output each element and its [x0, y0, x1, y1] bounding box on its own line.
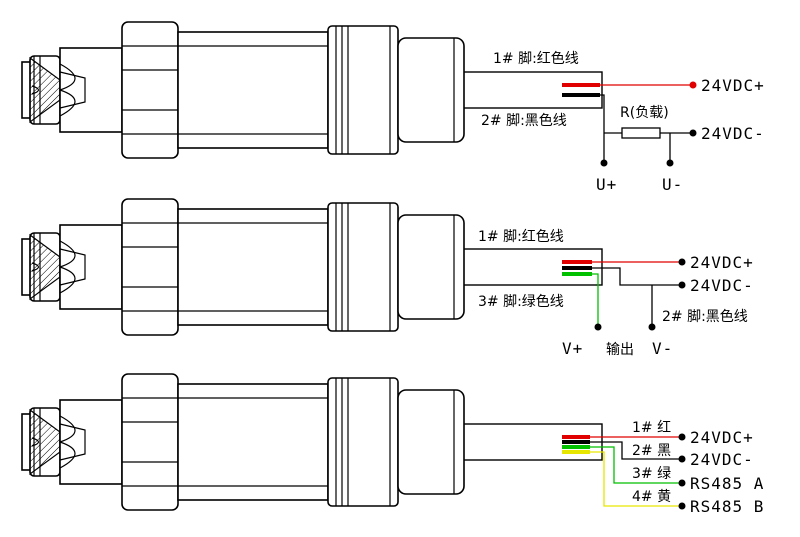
- diagram2-wiring: [562, 258, 686, 331]
- d2-voltage-pos: V+: [562, 339, 583, 358]
- d3-wire2-label: 2# 黑: [632, 443, 671, 459]
- d1-measure-pos: U+: [596, 175, 617, 194]
- sensor-3: [21, 373, 603, 511]
- sensor-2: [21, 198, 603, 336]
- diagram3-wiring: [562, 433, 686, 510]
- d1-measure-neg: U-: [662, 175, 683, 194]
- d1-terminal-pos: 24VDC+: [701, 76, 765, 95]
- diagram1-wiring: [562, 81, 697, 167]
- load-resistor: [621, 127, 661, 139]
- d3-wire1-label: 1# 红: [632, 420, 671, 436]
- d2-green-wire-label: 3# 脚:绿色线: [478, 293, 564, 310]
- d2-black-wire-label: 2# 脚:黑色线: [662, 308, 748, 325]
- d3-wire3-label: 3# 绿: [632, 466, 671, 482]
- d2-voltage-neg: V-: [652, 339, 673, 358]
- d2-terminal-neg: 24VDC-: [690, 276, 754, 295]
- d2-red-wire-label: 1# 脚:红色线: [478, 228, 564, 245]
- d2-terminal-pos: 24VDC+: [690, 253, 754, 272]
- d1-red-wire-label: 1# 脚:红色线: [493, 50, 579, 67]
- d3-wire4-label: 4# 黄: [632, 488, 671, 505]
- d3-terminal-b: RS485 B: [690, 497, 764, 516]
- d1-black-wire-label: 2# 脚:黑色线: [481, 112, 567, 129]
- d3-terminal-neg: 24VDC-: [690, 450, 754, 469]
- d3-terminal-pos: 24VDC+: [690, 428, 754, 447]
- d1-load-label: R(负载): [620, 105, 669, 121]
- sensor-1: [21, 21, 603, 159]
- d1-terminal-neg: 24VDC-: [701, 124, 765, 143]
- d3-terminal-a: RS485 A: [690, 474, 764, 493]
- d2-output-label: 输出: [606, 342, 634, 358]
